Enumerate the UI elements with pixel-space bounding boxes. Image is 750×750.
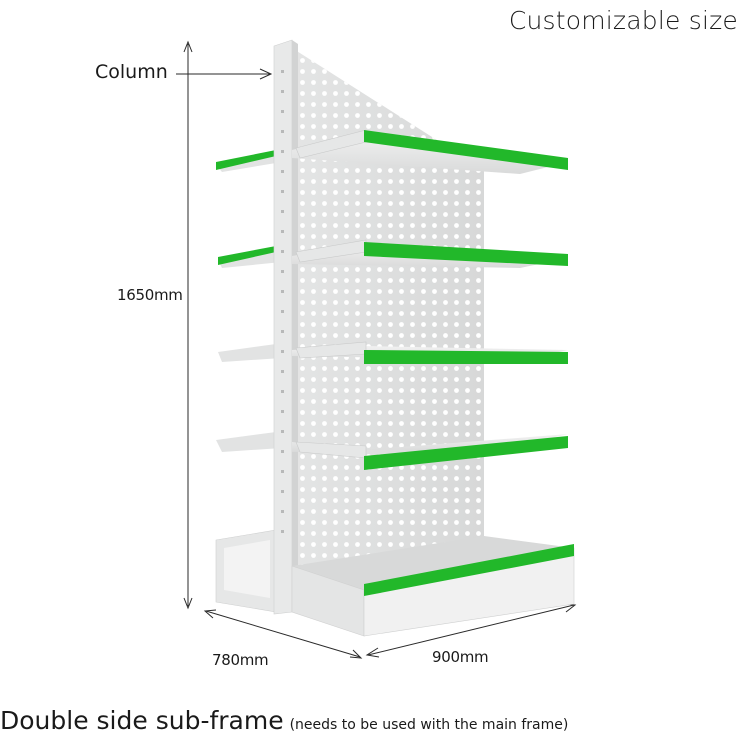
left-shelf-4 [216, 432, 282, 452]
left-shelf-2-edge [218, 246, 276, 265]
height-arrow-bottom [183, 597, 193, 610]
width-dimension-label: 900mm [432, 648, 489, 666]
width-arrow-left [365, 647, 380, 658]
left-shelf-3 [218, 344, 282, 362]
product-note: (needs to be used with the main frame) [289, 717, 569, 733]
right-shelf-3 [292, 341, 568, 364]
dimension-lines [176, 40, 577, 659]
column-upright [273, 39, 298, 615]
page-title: Customizable size [508, 6, 738, 35]
left-shelves [216, 150, 282, 452]
column-pointer-arrow [259, 68, 273, 80]
right-shelf-1 [292, 129, 568, 174]
depth-dimension-label: 780mm [212, 651, 269, 669]
depth-arrow-left [203, 609, 217, 619]
right-shelf-2 [292, 239, 568, 268]
right-shelf-3-edge [364, 350, 568, 364]
depth-arrow-right [349, 649, 363, 659]
right-shelf-4-edge [364, 436, 568, 470]
left-shelf-1-edge [216, 150, 276, 170]
column-label: Column [95, 61, 168, 83]
base-shelf-edge [364, 544, 574, 596]
right-shelves [292, 129, 568, 470]
right-shelf-1-edge [364, 130, 568, 170]
depth-dimension-line [205, 610, 361, 658]
right-shelf-4 [292, 434, 568, 470]
width-dimension-line [367, 604, 575, 656]
base-right [291, 536, 575, 637]
base-left [215, 529, 277, 613]
pegboard-panel [292, 48, 484, 568]
product-title: Double side sub-frame [0, 706, 284, 735]
product-caption: Double side sub-frame (needs to be used w… [0, 706, 568, 735]
height-arrow-top [183, 40, 193, 53]
height-dimension-label: 1650mm [117, 286, 183, 304]
right-shelf-2-edge [364, 242, 568, 266]
